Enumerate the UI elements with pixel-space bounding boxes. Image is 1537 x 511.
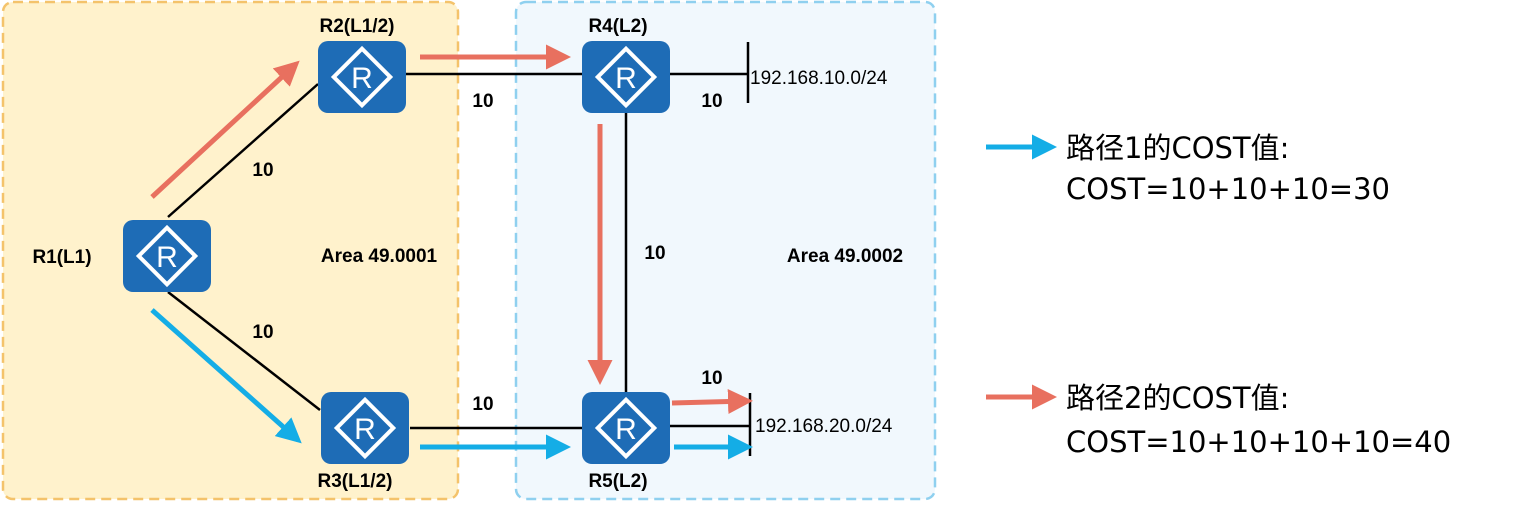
cost-label-r4-net1: 10 xyxy=(701,91,722,112)
legend-path2-formula: COST=10+10+10+10=40 xyxy=(1066,425,1451,459)
path1-arrow-r1-r3 xyxy=(150,308,302,444)
legend-path2-title: 路径2的COST值: xyxy=(1066,381,1289,415)
link-r1-r2 xyxy=(167,83,319,218)
cost-label-r1-r2: 10 xyxy=(252,160,273,181)
router-label-r1: R1(L1) xyxy=(32,247,91,268)
network-label-192-168-10: 192.168.10.0/24 xyxy=(750,68,888,89)
cost-label-r5-net2: 10 xyxy=(701,368,722,389)
area-label-49-0001: Area 49.0001 xyxy=(321,246,438,267)
network-label-192-168-20: 192.168.20.0/24 xyxy=(755,416,893,437)
router-icon-letter: R xyxy=(156,241,178,274)
router-icon-letter: R xyxy=(615,413,637,446)
cost-label-r1-r3: 10 xyxy=(252,322,273,343)
area-49-0002 xyxy=(514,0,937,501)
router-label-r2: R2(L1/2) xyxy=(320,16,395,37)
cost-label-r4-r5: 10 xyxy=(644,243,665,264)
legend-path1-title: 路径1的COST值: xyxy=(1066,131,1289,165)
area-49-0001 xyxy=(1,0,460,501)
router-r5[interactable]: R xyxy=(580,390,672,466)
path2-arrow-r5-net2 xyxy=(671,389,753,415)
link-r1-r3 xyxy=(167,291,321,411)
cost-label-r3-r5: 10 xyxy=(472,394,493,415)
area-label-49-0002: Area 49.0002 xyxy=(787,246,903,267)
cost-label-r2-r4: 10 xyxy=(472,91,493,112)
router-icon-letter: R xyxy=(354,413,376,446)
path2-arrow-r1-r2 xyxy=(150,60,300,199)
router-r1[interactable]: R xyxy=(121,218,213,294)
router-icon-letter: R xyxy=(351,62,373,95)
router-r4[interactable]: R xyxy=(580,39,672,115)
router-r2[interactable]: R xyxy=(316,39,408,115)
router-label-r4: R4(L2) xyxy=(588,16,647,37)
router-label-r5: R5(L2) xyxy=(588,471,647,492)
legend-path1-formula: COST=10+10+10=30 xyxy=(1066,172,1390,206)
router-icon-letter: R xyxy=(615,62,637,95)
router-label-r3: R3(L1/2) xyxy=(318,471,393,492)
router-r3[interactable]: R xyxy=(319,390,411,466)
